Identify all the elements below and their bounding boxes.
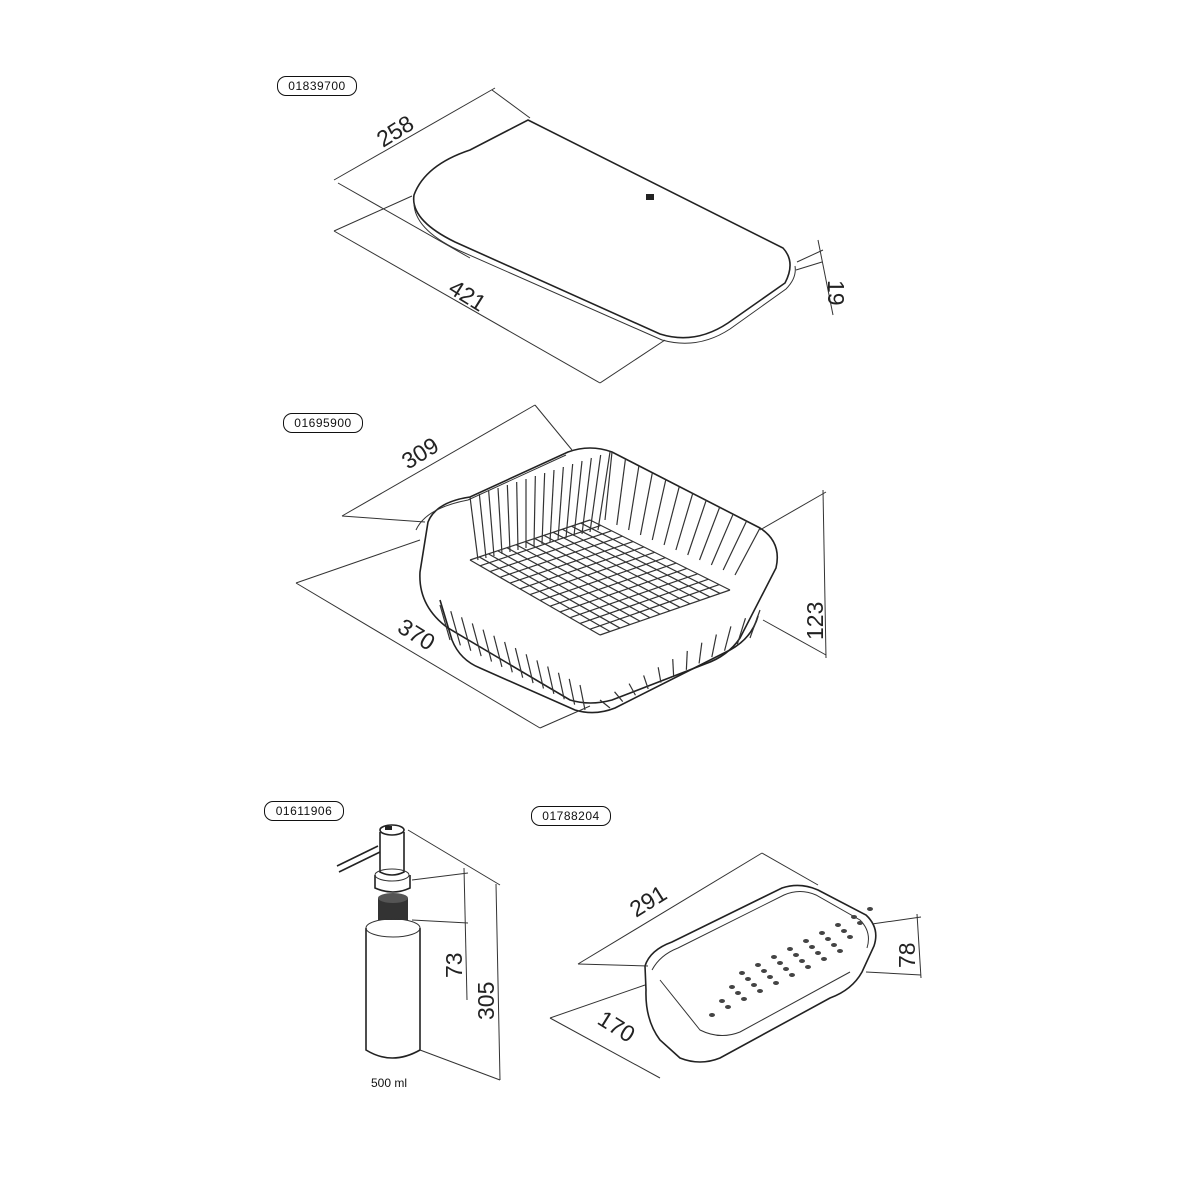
colander-height-label: 78 xyxy=(894,942,920,968)
product-code-soap-dispenser: 01611906 xyxy=(264,801,344,821)
basket-length-label: 370 xyxy=(393,613,439,655)
basket-height-label: 123 xyxy=(802,602,828,640)
colander-bowl-drawing xyxy=(549,852,922,1079)
board-thickness-label: 19 xyxy=(823,280,849,306)
cutting-board-drawing xyxy=(333,87,834,384)
product-code-cutting-board: 01839700 xyxy=(277,76,357,96)
dispenser-pump-height-label: 73 xyxy=(441,952,467,978)
product-code-wire-basket: 01695900 xyxy=(283,413,363,433)
colander-width-label: 170 xyxy=(593,1005,639,1047)
dispenser-capacity-label: 500 ml xyxy=(371,1076,407,1090)
colander-length-label: 291 xyxy=(625,880,671,922)
wire-basket-drawing xyxy=(295,404,827,729)
basket-width-label: 309 xyxy=(397,432,443,474)
board-length-label: 421 xyxy=(444,274,490,316)
board-hole-icon xyxy=(646,194,654,200)
dispenser-total-height-label: 305 xyxy=(473,982,499,1020)
board-width-label: 258 xyxy=(372,110,418,152)
product-code-colander-bowl: 01788204 xyxy=(531,806,611,826)
soap-dispenser-drawing xyxy=(336,824,501,1081)
